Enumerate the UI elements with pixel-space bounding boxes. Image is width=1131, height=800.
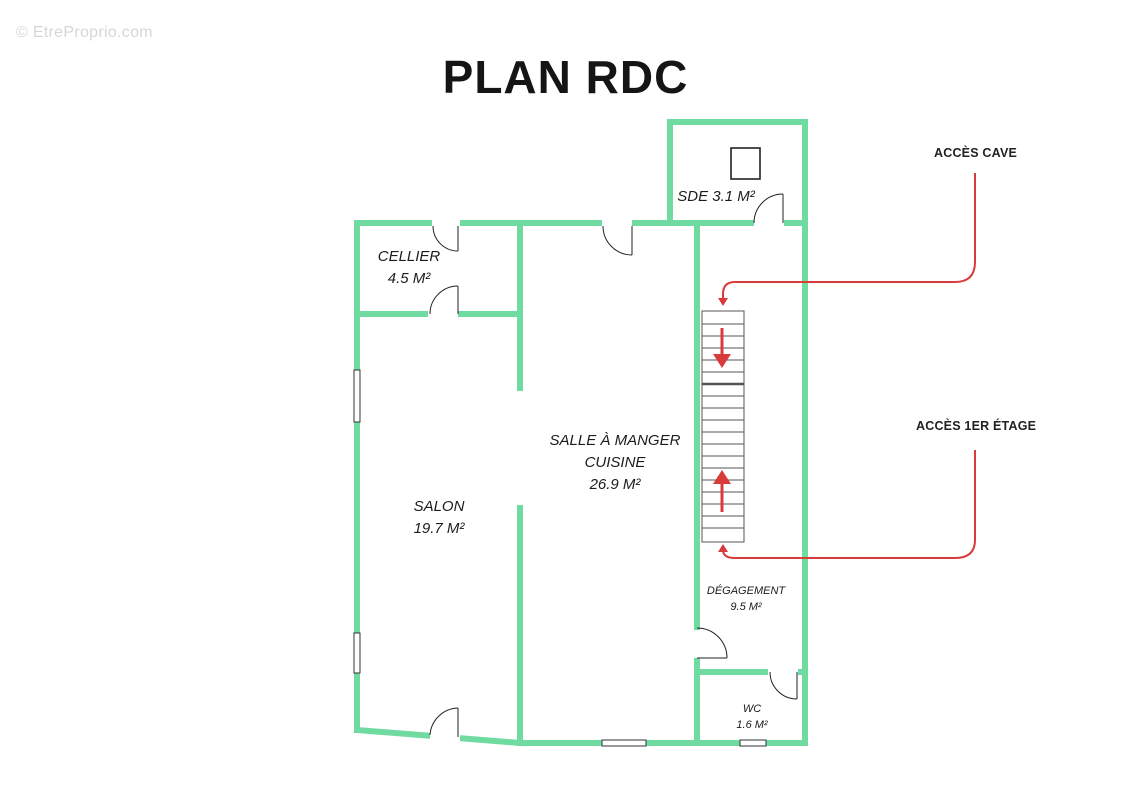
room-area-degagement: 9.5 M²	[730, 600, 762, 613]
room-label-salle: SALLE À MANGER CUISINE 26.9 M²	[530, 430, 700, 495]
room-name-salon: SALON	[413, 498, 465, 515]
room-area-cellier: 4.5 M²	[387, 269, 431, 287]
room-label-sde: SDE 3.1 M²	[666, 186, 766, 208]
room-name-degagement: DÉGAGEMENT	[706, 585, 786, 597]
room-name-sde: SDE 3.1 M²	[677, 188, 755, 205]
shower-icon	[730, 147, 761, 180]
room-area-salle: 26.9 M²	[589, 475, 641, 493]
room-label-salon: SALON 19.7 M²	[388, 496, 490, 540]
annotation-acces-etage: ACCÈS 1ER ÉTAGE	[916, 419, 1037, 433]
annotation-acces-cave: ACCÈS CAVE	[934, 146, 1018, 160]
room-name-salle: SALLE À MANGER	[549, 432, 681, 449]
room-label-wc: WC 1.6 M²	[716, 702, 788, 734]
room-name-wc: WC	[742, 703, 762, 715]
watermark-text: © EtreProprio.com	[16, 24, 153, 41]
annotation-leaders	[722, 173, 976, 559]
room-name-cellier: CELLIER	[377, 248, 441, 265]
room-name2-salle: CUISINE	[584, 453, 646, 471]
annotation-arrowheads	[718, 298, 728, 552]
room-area-salon: 19.7 M²	[413, 519, 465, 537]
page-title: PLAN RDC	[442, 51, 689, 103]
door-swings	[429, 193, 798, 737]
room-label-degagement: DÉGAGEMENT 9.5 M²	[700, 584, 792, 616]
door-gaps	[428, 219, 798, 742]
stair-arrows	[713, 328, 731, 512]
openings	[353, 369, 767, 747]
room-area-wc: 1.6 M²	[736, 718, 768, 731]
room-label-cellier: CELLIER 4.5 M²	[360, 246, 458, 290]
